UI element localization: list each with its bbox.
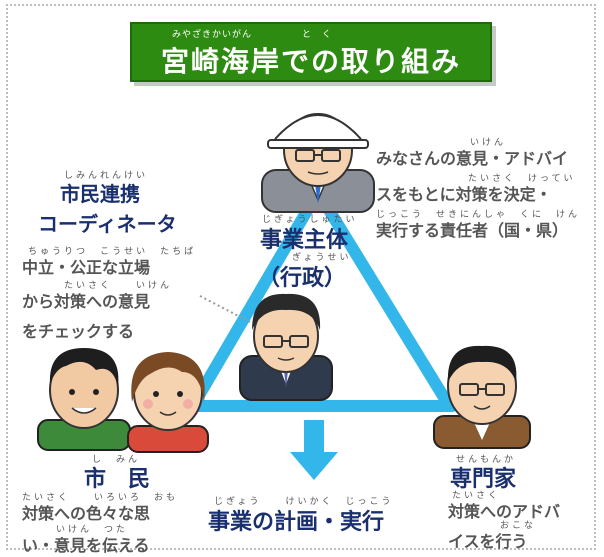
experts-desc-line-1: 対策へのアドバ [448,502,561,521]
operator-sub-label: （行政） [258,266,347,291]
experts-desc-ruby-1: たいさく [452,491,501,501]
experts-desc-ruby-2: おこな [500,521,537,531]
operator-ruby: じぎょうしゅたい [262,215,358,225]
experts-label: 専門家 [450,467,517,492]
down-arrow-icon [290,420,338,480]
expert-avatar-icon [433,345,531,449]
operator-desc-ruby-1: いけん [470,138,507,148]
operator-avatar-icon [261,113,375,213]
outer-frame [6,4,596,550]
relationship-triangle [188,186,458,412]
coordinator-label-1: 市民連携 [60,182,140,206]
citizens-ruby: し みん [92,455,141,465]
citizens-desc-ruby-2: いけん つた [56,525,129,535]
coordinator-desc-line-3: をチェックする [22,322,135,341]
coordinator-ruby: しみんれんけい [64,171,149,181]
citizens-desc-line-1: 対策への色々な思 [22,504,151,523]
operator-desc-ruby-3: じっこう せきにんしゃ くに けん [376,210,581,220]
operator-desc-line-1: みなさんの意見・アドバイ [376,149,569,168]
title-ruby: みやざきかいがん と く [172,30,333,40]
operator-sub-ruby: ぎょうせい [292,253,352,263]
coordinator-desc-line-2: から対策への意見 [22,292,151,311]
operator-label: 事業主体 [260,228,349,253]
title-banner [130,22,492,82]
citizens-desc-ruby-1: たいさく いろいろ おも [22,493,179,503]
citizens-desc-line-2: い・意見を伝える [22,536,150,555]
citizen-boy-avatar-icon [37,348,131,451]
experts-desc-line-2: イスを行う [448,532,528,551]
operator-desc-line-2: スをもとに対策を決定・ [376,185,552,204]
coordinator-avatar-icon [239,293,333,401]
coordinator-label-2: コーディネータ [38,212,177,236]
operator-desc-ruby-2: たいさく けってい [468,174,576,184]
experts-ruby: せんもんか [456,455,517,465]
coordinator-desc-line-1: 中立・公正な立場 [22,258,151,277]
citizens-label: 市 民 [84,467,151,492]
coordinator-desc-ruby-2: たいさく いけん [64,281,173,291]
operator-desc-line-3: 実行する責任者（国・県） [376,221,569,240]
citizen-girl-avatar-icon [127,352,209,453]
page-title: 宮崎海岸での取り組み [160,45,461,78]
bottom-ruby: じぎょう けいかく じっこう [214,497,394,507]
bottom-label: 事業の計画・実行 [208,510,385,535]
coordinator-desc-ruby-1: ちゅうりつ こうせい たちば [28,247,197,257]
leader-line [199,295,251,323]
